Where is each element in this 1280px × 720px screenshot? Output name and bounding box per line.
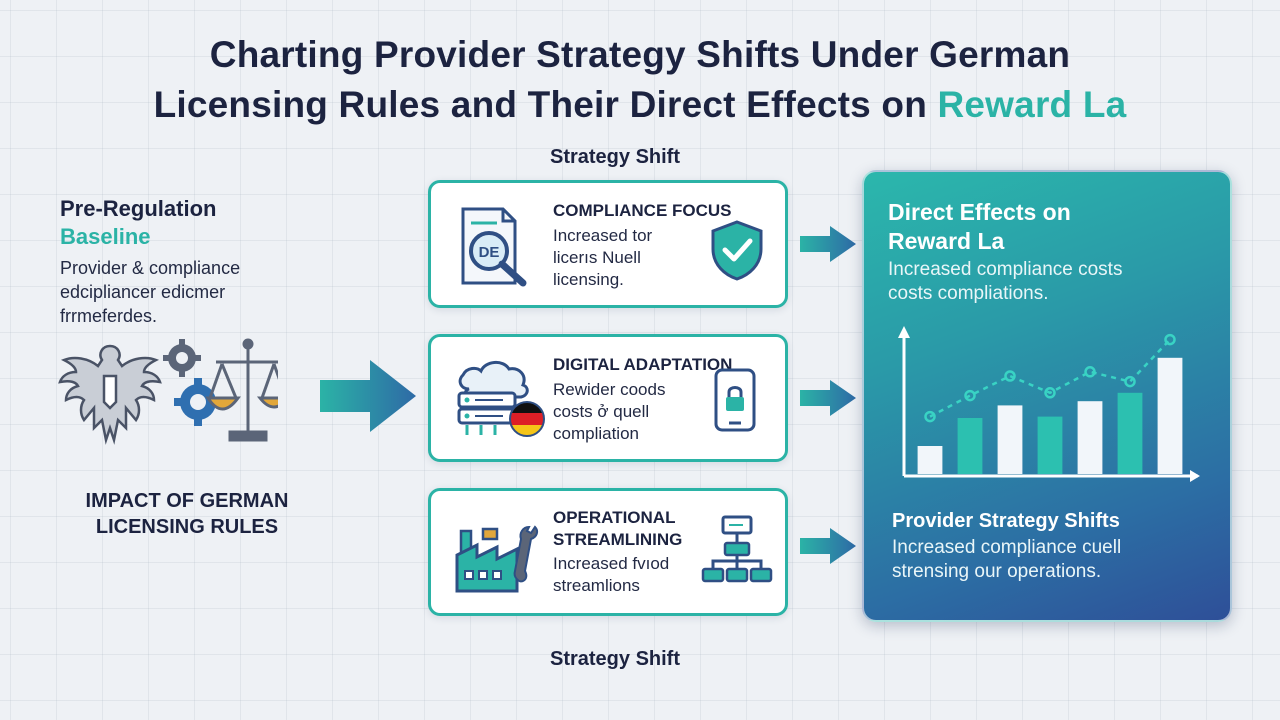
chart-bar <box>917 446 943 474</box>
panel-desc-line2: costs compliations. <box>888 283 1049 304</box>
panel-bottom-title: Provider Strategy Shifts <box>892 510 1120 532</box>
card-desc-line3: licensing. <box>553 270 624 289</box>
card-operational-streamlining: OPERATIONAL STREAMLINING Increased fvıod… <box>428 488 788 616</box>
chart-bar <box>1077 401 1103 474</box>
baseline-desc-line2: edcipliancer edicmer <box>60 282 226 302</box>
title-accent: Reward La <box>937 84 1127 125</box>
baseline-heading-line2: Baseline <box>60 224 151 249</box>
scales-of-justice-icon <box>205 338 278 442</box>
card-desc-line2: streamlions <box>553 576 640 595</box>
factory-wrench-icon <box>455 525 539 593</box>
arrow-right-icon <box>800 380 856 416</box>
baseline-heading: Pre-Regulation Baseline <box>60 195 216 251</box>
title-line-2: Licensing Rules and Their Direct Effects… <box>0 80 1280 130</box>
card-desc-line2: licerıs Nuell <box>553 248 641 267</box>
chart-bars <box>917 357 1183 474</box>
panel-title-line1: Direct Effects on <box>888 199 1071 225</box>
impact-line2: LICENSING RULES <box>95 516 279 538</box>
chart-bar <box>957 418 983 474</box>
arrow-right-icon <box>800 528 856 564</box>
flow-arrow <box>320 360 416 432</box>
panel-title: Direct Effects on Reward La <box>888 198 1208 256</box>
impact-line1: IMPACT OF GERMAN <box>85 490 289 512</box>
regulation-illustration <box>58 338 278 445</box>
baseline-heading-line1: Pre-Regulation <box>60 196 217 221</box>
trend-point <box>1004 370 1016 382</box>
trend-point <box>1164 333 1176 346</box>
card-desc-line3: compliation <box>553 424 639 443</box>
shield-check-icon <box>711 220 763 281</box>
card-digital-adaptation: DIGITAL ADAPTATION Rewider coods costs ở… <box>428 334 788 462</box>
card-description: Increased fvıod streamlions <box>553 553 693 597</box>
card-desc-line2: costs ở quell <box>553 402 650 421</box>
cloud-server-icon <box>457 361 545 437</box>
panel-bottom-desc-line1: Increased compliance cuell <box>892 537 1122 558</box>
card-title-line2: STREAMLINING <box>553 530 683 549</box>
gear-icon <box>163 339 201 377</box>
document-search-icon: DE <box>461 207 527 287</box>
trend-point <box>1044 387 1056 399</box>
page-title: Charting Provider Strategy Shifts Under … <box>0 30 1280 130</box>
strategy-shift-label-top: Strategy Shift <box>549 146 681 168</box>
arrow-right-icon <box>800 226 856 262</box>
title-line-1: Charting Provider Strategy Shifts Under … <box>209 34 1071 75</box>
chart-bar <box>997 405 1023 474</box>
trend-points <box>924 333 1176 423</box>
panel-description: Increased compliance costs costs complia… <box>888 258 1218 306</box>
strategy-shift-label-bottom: Strategy Shift <box>549 648 681 670</box>
card-compliance-focus: DE COMPLIANCE FOCUS Increased tor licerı… <box>428 180 788 308</box>
trend-point <box>964 389 976 402</box>
baseline-desc-line1: Provider & compliance <box>60 258 241 278</box>
card-title: DIGITAL ADAPTATION <box>553 355 733 374</box>
impact-label: IMPACT OF GERMAN LICENSING RULES <box>62 488 312 540</box>
card-description: Rewider coods costs ở quell compliation <box>553 379 693 445</box>
x-axis-arrow <box>1190 470 1200 482</box>
chart-bar <box>1037 416 1063 474</box>
flowchart-icon <box>701 515 773 583</box>
chart-bar <box>1157 357 1183 474</box>
doc-icon-label: DE <box>479 244 500 261</box>
card-title-line1: OPERATIONAL <box>553 508 676 527</box>
trend-line <box>929 338 1171 418</box>
trend-point <box>1084 366 1096 378</box>
chart-bar <box>1117 392 1143 474</box>
card-desc-line1: Increased tor <box>553 226 653 245</box>
title-line-2-main: Licensing Rules and Their Direct Effects… <box>153 84 938 125</box>
panel-title-line2: Reward La <box>888 228 1005 254</box>
panel-desc-line1: Increased compliance costs <box>888 259 1123 280</box>
baseline-description: Provider & compliance edcipliancer edicm… <box>60 256 310 328</box>
card-desc-line1: Increased fvıod <box>553 554 670 573</box>
eagle-icon <box>58 344 162 445</box>
card-title: OPERATIONAL STREAMLINING <box>553 507 682 551</box>
card-title: COMPLIANCE FOCUS <box>553 201 732 220</box>
panel-bottom-desc-line2: strensing our operations. <box>892 561 1102 582</box>
phone-lock-icon <box>714 368 756 432</box>
direct-effects-panel: Direct Effects on Reward La Increased co… <box>862 170 1232 622</box>
german-flag-icon <box>509 401 545 437</box>
card-desc-line1: Rewider coods <box>553 380 666 399</box>
y-axis-arrow <box>898 326 910 338</box>
trend-point <box>1124 375 1136 388</box>
card-description: Increased tor licerıs Nuell licensing. <box>553 225 693 291</box>
panel-bottom-description: Increased compliance cuell strensing our… <box>892 536 1212 584</box>
trend-point <box>924 410 936 423</box>
effects-chart <box>898 326 1200 482</box>
baseline-desc-line3: frrmeferdes. <box>60 306 158 326</box>
